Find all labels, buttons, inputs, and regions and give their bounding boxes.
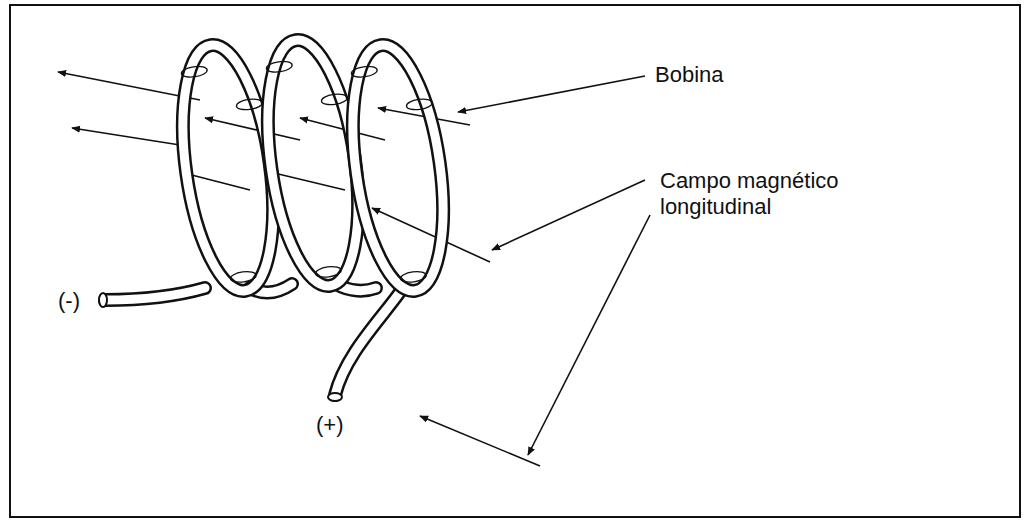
terminal-label: (-) [58, 288, 80, 314]
part-label: Bobina [655, 62, 724, 88]
leader-lines [458, 76, 650, 455]
frame-border [10, 5, 1020, 517]
coil-winding [99, 34, 458, 401]
terminal-label: (+) [316, 412, 344, 438]
part-label: Campo magnético longitudinal [660, 168, 860, 220]
